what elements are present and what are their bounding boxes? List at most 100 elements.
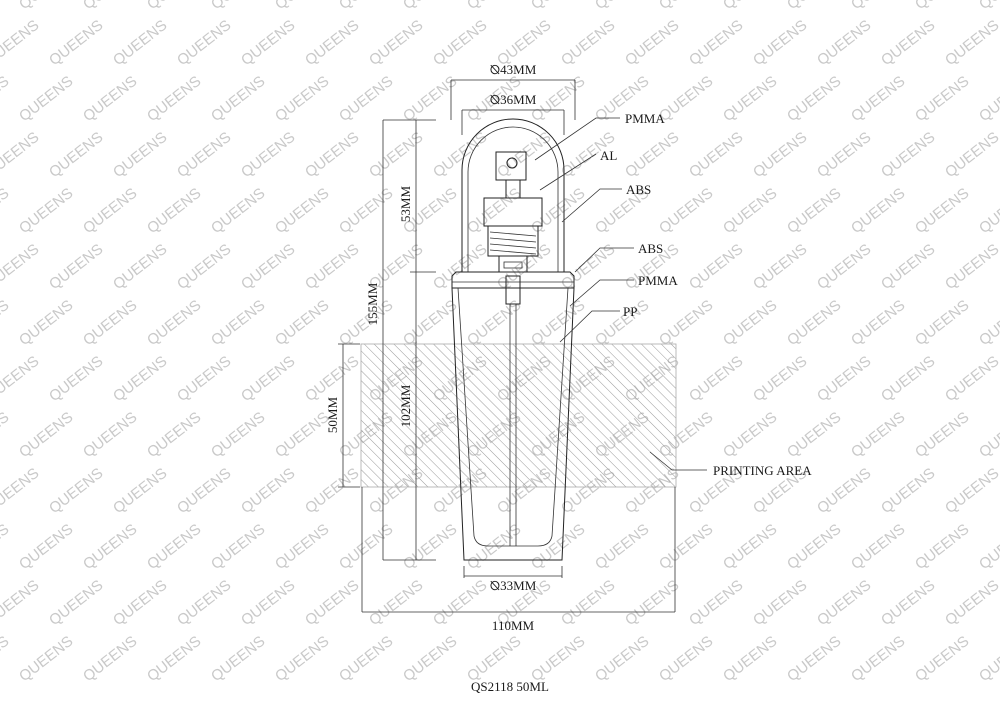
watermark-text: QUEENS (878, 241, 938, 293)
watermark-text: QUEENS (208, 297, 268, 349)
watermark-text: QUEENS (238, 353, 298, 405)
watermark-text: QUEENS (848, 297, 908, 349)
overcap-outline (461, 118, 565, 272)
watermark-text: QUEENS (302, 241, 362, 293)
watermark-text: QUEENS (430, 241, 490, 293)
watermark-text: QUEENS (16, 409, 76, 461)
watermark-text: QUEENS (336, 633, 396, 685)
watermark-text: QUEENS (272, 73, 332, 125)
watermark-text: QUEENS (464, 633, 524, 685)
watermark-text: QUEENS (976, 521, 1000, 573)
cap-outer-dia-label: ⦰43MM (490, 62, 537, 77)
watermark-text: QUEENS (144, 297, 204, 349)
watermark-text: QUEENS (302, 129, 362, 181)
watermark-text: QUEENS (686, 353, 746, 405)
watermark-text: QUEENS (976, 409, 1000, 461)
watermark-text: QUEENS (976, 633, 1000, 685)
watermark-text: QUEENS (528, 73, 588, 125)
watermark-text: QUEENS (46, 577, 106, 629)
watermark-text: QUEENS (528, 0, 588, 13)
watermark-text: QUEENS (750, 241, 810, 293)
watermark-text: QUEENS (784, 297, 844, 349)
watermark-text: QUEENS (174, 465, 234, 517)
watermark-text: QUEENS (942, 241, 1000, 293)
watermark-text: QUEENS (494, 241, 554, 293)
material-outer-bottle-label: PMMA (638, 273, 678, 288)
material-shoulder-label: ABS (638, 241, 663, 256)
cap-height-label: 53MM (398, 186, 413, 223)
watermark-text: QUEENS (16, 0, 76, 13)
watermark-text: QUEENS (622, 17, 682, 69)
watermark-text: QUEENS (110, 17, 170, 69)
watermark-text: QUEENS (366, 17, 426, 69)
watermark-text: QUEENS (912, 521, 972, 573)
watermark-text: QUEENS (750, 17, 810, 69)
watermark-text: QUEENS (144, 633, 204, 685)
watermark-text: QUEENS (110, 241, 170, 293)
watermark-text: QUEENS (0, 409, 12, 461)
watermark-text: QUEENS (878, 17, 938, 69)
watermark-text: QUEENS (592, 633, 652, 685)
watermark-text: QUEENS (0, 633, 12, 685)
watermark-text: QUEENS (976, 185, 1000, 237)
material-overcap-label: PMMA (625, 111, 665, 126)
watermark-text: QUEENS (784, 185, 844, 237)
watermark-text: QUEENS (80, 185, 140, 237)
watermark-text: QUEENS (0, 129, 42, 181)
watermark-text: QUEENS (942, 465, 1000, 517)
watermark-text: QUEENS (0, 297, 12, 349)
watermark-text: QUEENS (400, 633, 460, 685)
watermark-text: QUEENS (814, 129, 874, 181)
watermark-text: QUEENS (878, 129, 938, 181)
watermark-text: QUEENS (16, 633, 76, 685)
watermark-text: QUEENS (942, 353, 1000, 405)
print-height-label: 50MM (325, 397, 340, 434)
watermark-text: QUEENS (174, 17, 234, 69)
watermark-text: QUEENS (302, 465, 362, 517)
watermark-text: QUEENS (464, 521, 524, 573)
watermark-text: QUEENS (272, 633, 332, 685)
watermark-text: QUEENS (720, 521, 780, 573)
body-height-label: 102MM (398, 384, 413, 427)
watermark-text: QUEENS (656, 73, 716, 125)
material-leaders (534, 117, 707, 471)
watermark-text: QUEENS (558, 17, 618, 69)
watermark-text: QUEENS (912, 73, 972, 125)
cap-inner-dia-label: ⦰36MM (490, 92, 537, 107)
watermark-text: QUEENS (110, 465, 170, 517)
watermark-text: QUEENS (848, 185, 908, 237)
watermark-text: QUEENS (720, 0, 780, 13)
watermark-text: QUEENS (494, 129, 554, 181)
watermark-text: QUEENS (848, 521, 908, 573)
watermark-text: QUEENS (174, 353, 234, 405)
watermark-text: QUEENS (848, 409, 908, 461)
watermark-text: QUEENS (80, 521, 140, 573)
watermark-text: QUEENS (208, 521, 268, 573)
watermark-text: QUEENS (336, 521, 396, 573)
watermark-text: QUEENS (912, 297, 972, 349)
watermark-text: QUEENS (528, 521, 588, 573)
watermark-text: QUEENS (110, 353, 170, 405)
watermark-text: QUEENS (144, 73, 204, 125)
watermark-text: QUEENS (656, 0, 716, 13)
watermark-text: QUEENS (0, 241, 42, 293)
watermark-text: QUEENS (0, 73, 12, 125)
watermark-text: QUEENS (814, 577, 874, 629)
watermark-text: QUEENS (976, 73, 1000, 125)
watermark-text: QUEENS (400, 297, 460, 349)
watermark-text: QUEENS (784, 633, 844, 685)
watermark-text: QUEENS (430, 129, 490, 181)
watermark-text: QUEENS (912, 0, 972, 13)
watermark-text: QUEENS (720, 633, 780, 685)
watermark-text: QUEENS (400, 521, 460, 573)
watermark-text: QUEENS (814, 353, 874, 405)
watermark-text: QUEENS (814, 17, 874, 69)
watermark-text: QUEENS (464, 185, 524, 237)
watermark-text: QUEENS (0, 465, 42, 517)
watermark-text: QUEENS (750, 577, 810, 629)
watermark-text: QUEENS (878, 465, 938, 517)
watermark-text: QUEENS (46, 129, 106, 181)
watermark-text: QUEENS (144, 185, 204, 237)
watermark-text: QUEENS (272, 297, 332, 349)
